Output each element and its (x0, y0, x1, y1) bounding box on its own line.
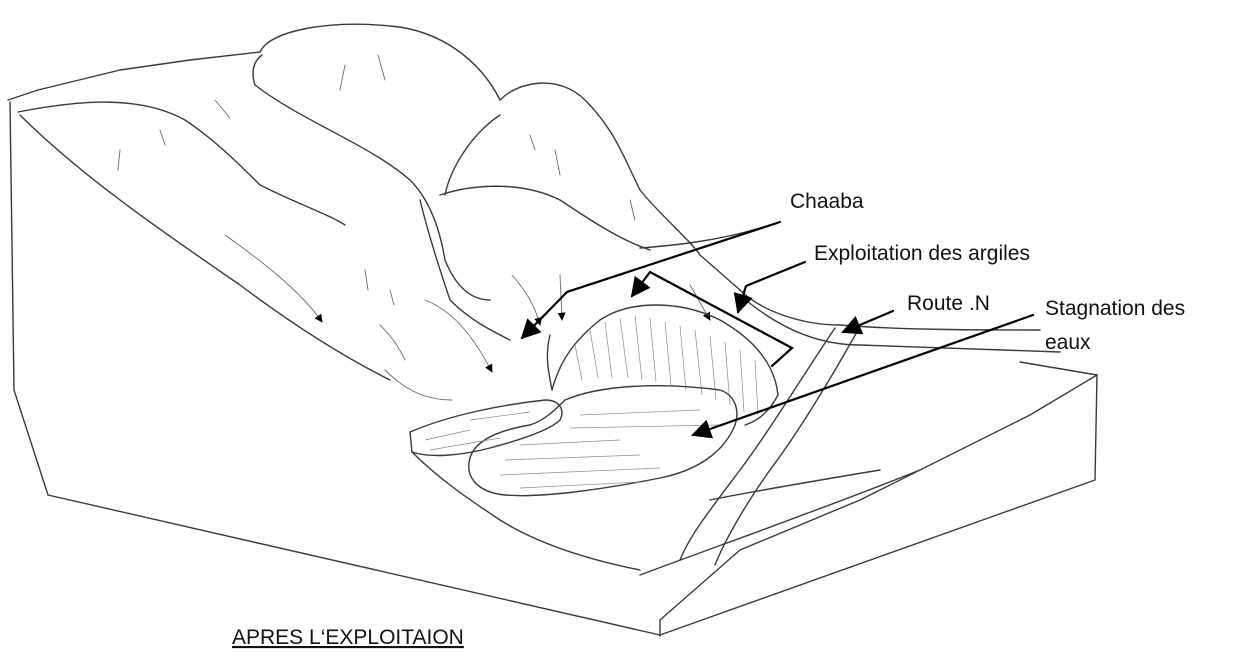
exploitation-arrow (738, 262, 805, 312)
label-exploitation: Exploitation des argiles (814, 242, 1030, 265)
exploitation-bracket (650, 272, 792, 366)
route-arrow (843, 311, 893, 332)
slope-texture (118, 55, 635, 360)
label-stagnation-line1: Stagnation des (1045, 297, 1185, 320)
label-route: Route .N (907, 292, 990, 315)
block-outline (8, 52, 1097, 636)
hills (18, 24, 1060, 380)
road (640, 328, 920, 575)
exploitation-arrow-2 (632, 272, 650, 296)
label-chaaba: Chaaba (790, 190, 864, 213)
flow-arrows (225, 235, 710, 400)
label-stagnation-line2: eaux (1045, 331, 1091, 354)
water-basin (469, 386, 737, 496)
stagnation-arrow (693, 315, 1033, 435)
caption: APRES L‘EXPLOITAION (232, 626, 464, 649)
